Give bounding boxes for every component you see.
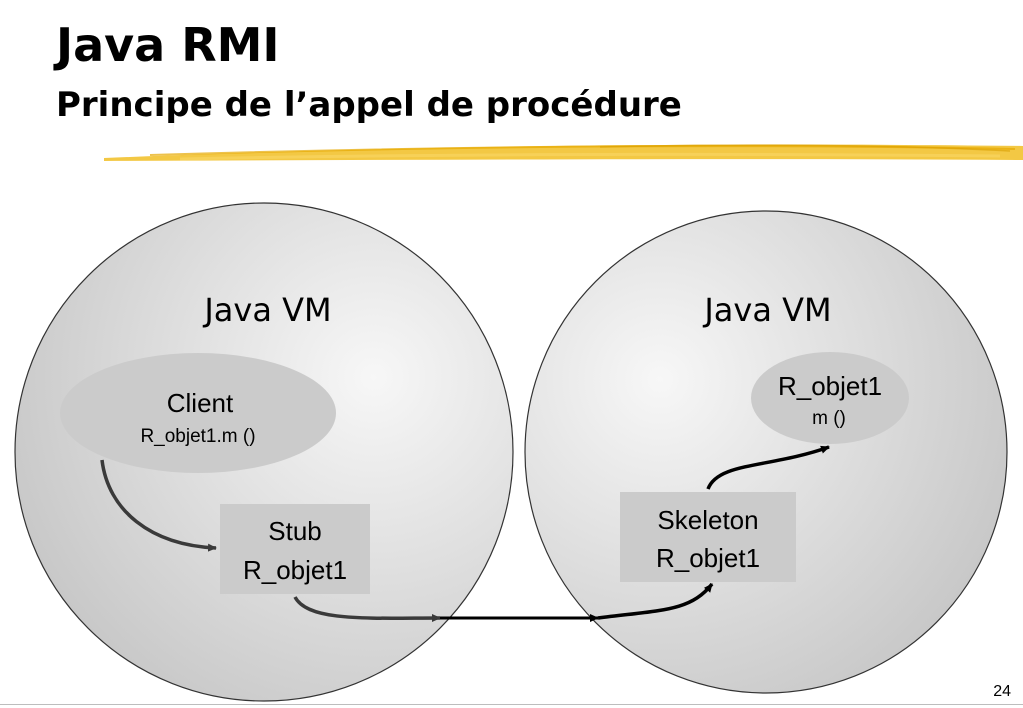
right-vm-circle [524,210,1008,694]
stub-box [220,504,370,594]
remote-object-method: m () [812,408,846,429]
skeleton-line2: R_objet1 [656,543,760,573]
skeleton-line1: Skeleton [657,505,758,535]
stub-to-network-arrow [293,596,441,623]
slide-subtitle: Principe de l’appel de procédure [56,85,682,125]
client-ellipse [60,353,336,473]
left-vm-label: Java VM [202,291,331,329]
remote-object-ellipse [751,352,909,444]
slide-title: Java RMI [56,18,280,72]
stub-line1: Stub [268,516,322,546]
network-to-skeleton-arrow [597,582,714,620]
client-to-stub-arrow [100,459,217,552]
client-name: Client [167,388,234,418]
client-call: R_objet1.m () [140,426,255,447]
skeleton-to-object-arrow [706,445,830,490]
right-vm-label: Java VM [702,291,831,329]
remote-object-name: R_objet1 [778,371,882,401]
footer-divider [0,704,1023,705]
page-number: 24 [993,683,1011,700]
stub-line2: R_objet1 [243,555,347,585]
skeleton-box [620,492,796,582]
title-underline-brush [104,144,1023,161]
